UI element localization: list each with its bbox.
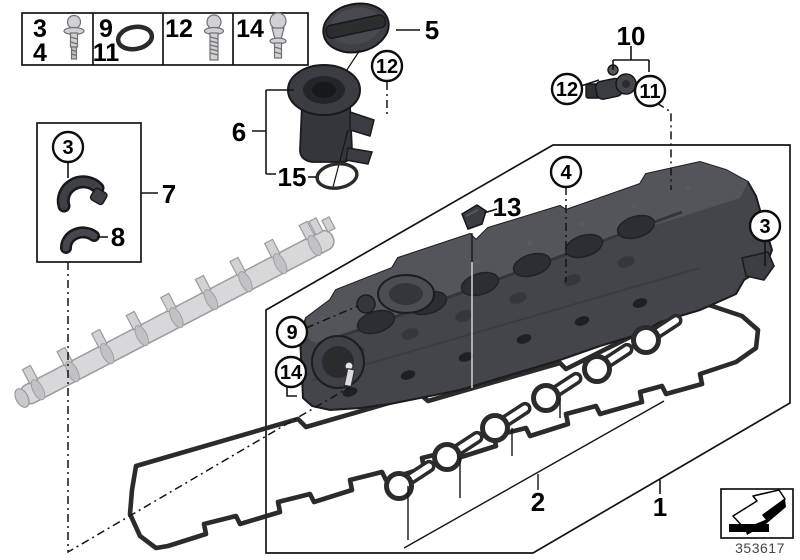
clamp-lower-part (60, 226, 100, 254)
legend-cell-ball-pin[interactable]: 14 (236, 12, 287, 59)
valve-cover-ridge (311, 267, 701, 381)
shaft-seal (531, 371, 583, 413)
callout-6[interactable]: 6 (232, 117, 246, 147)
svg-text:12: 12 (376, 56, 398, 78)
legend-cell-o-ring[interactable]: 9 11 (93, 15, 155, 67)
svg-text:3: 3 (759, 216, 770, 238)
breather-tower-bore (322, 346, 354, 378)
circled-callout-12-neck[interactable]: 12 (370, 49, 404, 83)
o-ring-15 (315, 162, 359, 190)
svg-text:9: 9 (99, 15, 113, 43)
sensor-flange-bore (622, 80, 630, 88)
filler-neck-foot (345, 147, 373, 165)
ball-pin-icon (269, 12, 287, 59)
valve-cover-part (298, 160, 775, 412)
coil-rail-part (14, 215, 336, 408)
o-ring-part (315, 129, 359, 190)
clamp-box (36, 122, 142, 263)
shaft-seal (582, 342, 634, 384)
cap-grip-bar (325, 14, 387, 39)
shaft-seal (384, 459, 436, 501)
callout-8[interactable]: 8 (111, 222, 125, 252)
diagram-number: 353617 (735, 540, 785, 556)
clip-part (461, 204, 487, 230)
legend-cell-screw[interactable]: 12 (165, 14, 225, 61)
coil-rail-nozzle (308, 217, 324, 236)
coil-rail-endcap (14, 388, 30, 408)
assembly-boundary-outline (265, 144, 791, 554)
vent-port (356, 294, 376, 314)
callout-15[interactable]: 15 (278, 162, 307, 192)
gasket-leader-lines (403, 399, 665, 549)
ball-pin-on-cover (343, 361, 356, 388)
circled-callout-4[interactable]: 4 (549, 155, 583, 189)
callout-labels: 5 6 15 10 7 8 13 2 1 12 12 11 3 4 (51, 15, 782, 522)
svg-text:11: 11 (93, 39, 120, 67)
svg-text:11: 11 (639, 81, 660, 103)
svg-text:14: 14 (280, 362, 303, 384)
cover-mount-lug (741, 251, 775, 281)
circled-callout-11[interactable]: 11 (633, 74, 667, 108)
callout-10[interactable]: 10 (617, 21, 646, 51)
leader-lines (67, 29, 766, 554)
svg-text:12: 12 (556, 79, 578, 101)
svg-text:4: 4 (560, 162, 572, 184)
camshaft-sensor-part (585, 64, 637, 100)
circled-callout-12-sensor[interactable]: 12 (550, 72, 584, 106)
footer: 353617 (720, 488, 794, 556)
circled-callout-14[interactable]: 14 (274, 355, 308, 389)
svg-text:12: 12 (165, 15, 193, 43)
filler-neck-bore (312, 82, 336, 98)
stud-bolt-icon (63, 14, 85, 60)
circled-callout-3-right[interactable]: 3 (748, 209, 782, 243)
circled-callout-3-box[interactable]: 3 (51, 130, 85, 164)
clamp-upper-part (56, 175, 108, 213)
filler-neck-part (287, 49, 375, 165)
filler-neck-bracket (349, 110, 375, 137)
legend-cell-stud-bolt[interactable]: 3 4 (33, 14, 85, 67)
o-ring-icon (115, 24, 155, 52)
gasket-shaft-seals (384, 313, 683, 501)
oil-filler-cap-part (322, 2, 390, 54)
coil-rail-collars (30, 235, 322, 401)
direction-arrow-icon (729, 489, 786, 535)
legend-box-outline (21, 12, 309, 66)
screw-icon (203, 14, 225, 61)
valve-cover-recesses (356, 214, 656, 335)
svg-text:4: 4 (33, 39, 47, 67)
callout-1[interactable]: 1 (653, 492, 667, 522)
callout-7[interactable]: 7 (162, 179, 176, 209)
gasket-part (127, 299, 761, 551)
assembly-boundary (265, 144, 791, 554)
direction-arrow-box (720, 488, 794, 539)
shaft-seal (631, 313, 683, 355)
svg-text:3: 3 (33, 15, 47, 43)
gasket-outline (127, 299, 761, 551)
coil-rail-nozzle (321, 215, 336, 233)
legend-box: 3 4 9 11 12 (21, 12, 309, 67)
callout-2[interactable]: 2 (531, 487, 545, 517)
circled-callout-9[interactable]: 9 (275, 315, 309, 349)
svg-text:3: 3 (62, 137, 73, 159)
callout-5[interactable]: 5 (425, 15, 439, 45)
vent-dome-inner (389, 283, 423, 305)
svg-text:14: 14 (236, 15, 264, 43)
svg-text:9: 9 (286, 322, 297, 344)
callout-13[interactable]: 13 (493, 192, 522, 222)
shaft-seal (480, 401, 532, 443)
